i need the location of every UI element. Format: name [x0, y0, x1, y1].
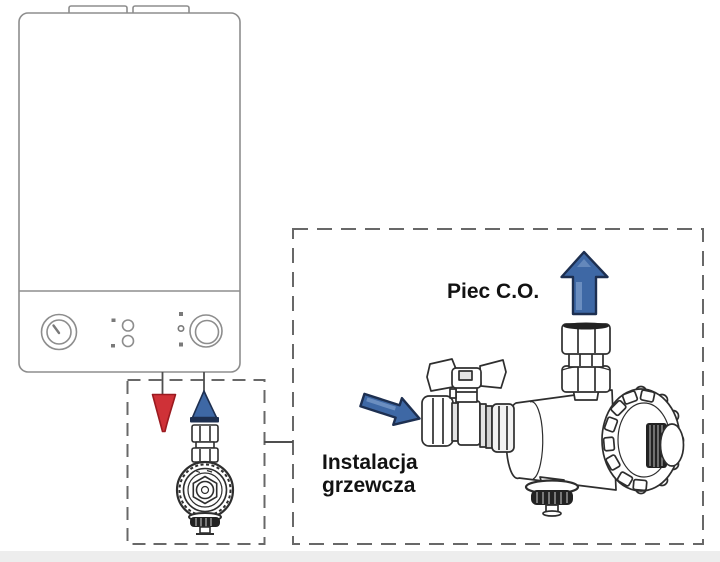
boiler-pipes — [161, 372, 205, 398]
control-knob-icon — [177, 312, 223, 348]
butterfly-handle — [426, 358, 507, 392]
label-heating-system: Instalacja grzewcza — [322, 451, 418, 497]
boiler-body — [18, 12, 241, 373]
small-filter-body — [175, 460, 235, 520]
panel-buttons — [111, 318, 135, 348]
filter-body — [505, 389, 617, 491]
small-filter-drain-cap — [188, 512, 222, 535]
small-filter-union-nuts — [191, 424, 219, 468]
supply-flow-down-arrow-icon — [151, 393, 177, 433]
detail-callout-box-small — [126, 379, 266, 545]
label-heating-system-line1: Instalacja — [322, 451, 418, 474]
ball-valve — [421, 358, 515, 453]
flow-arrow-right-icon — [359, 392, 421, 426]
flow-arrow-up-icon — [560, 250, 609, 316]
filter-assembly-drawing — [421, 322, 685, 517]
detail-callout-box-large — [292, 228, 704, 545]
return-flow-up-arrow-icon — [191, 390, 218, 419]
filter-cap — [601, 385, 685, 495]
valve-coupling-nut — [421, 395, 454, 447]
top-connection-nuts — [561, 322, 611, 401]
label-heating-system-line2: grzewcza — [322, 474, 416, 497]
valve-body — [457, 400, 481, 446]
drain-cap — [524, 476, 580, 517]
filter-end-view-drawing — [175, 417, 235, 535]
cap-teeth — [602, 389, 656, 492]
union-nut — [491, 403, 515, 453]
bottom-strip — [0, 551, 720, 562]
pressure-gauge-icon — [40, 313, 78, 351]
label-boiler-outlet: Piec C.O. — [447, 280, 540, 303]
boiler-drawing — [18, 5, 241, 373]
